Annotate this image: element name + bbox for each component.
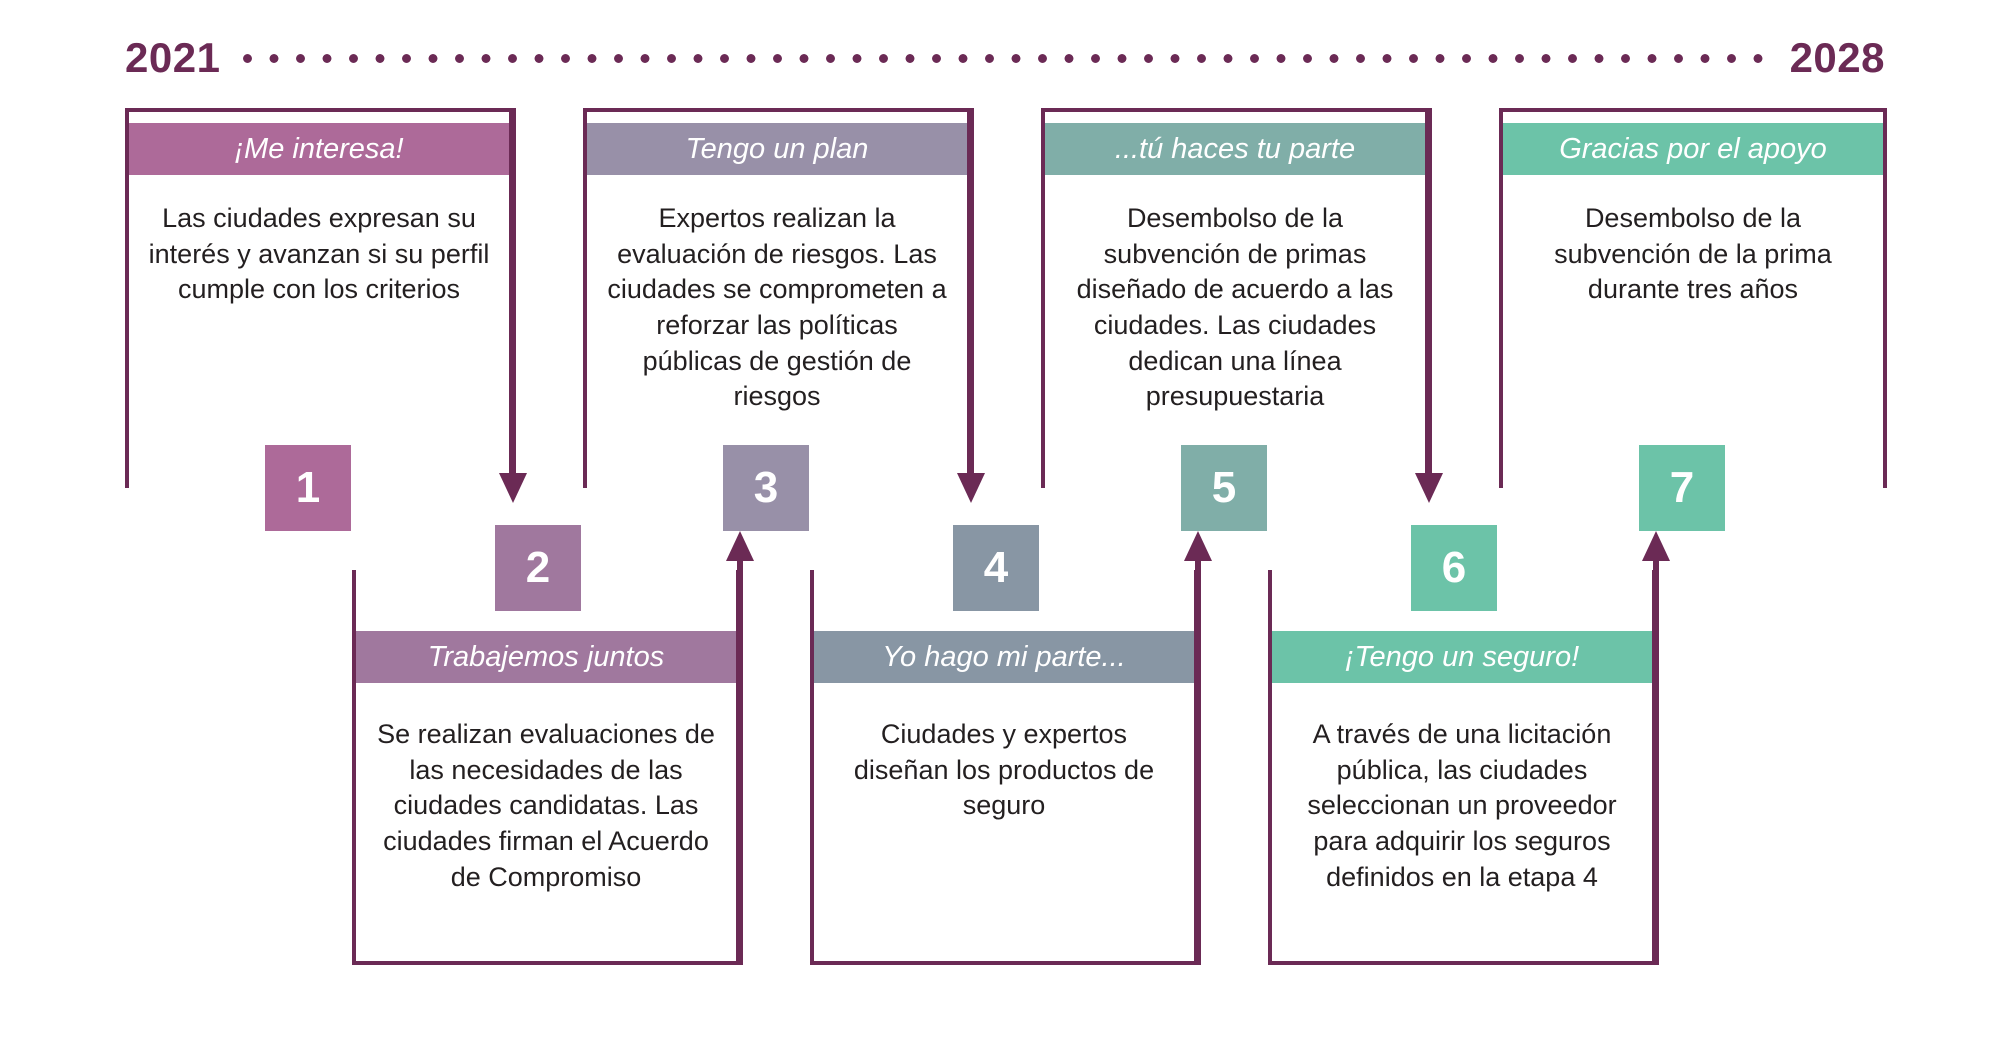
- step-card-2-header: Trabajemos juntos: [356, 631, 736, 683]
- step-card-5-title: ...tú haces tu parte: [1114, 132, 1356, 165]
- step-card-6-title: ¡Tengo un seguro!: [1344, 640, 1580, 673]
- step-card-7-header: Gracias por el apoyo: [1503, 123, 1883, 175]
- timeline-header: 2021 2028: [125, 30, 1885, 86]
- step-card-4[interactable]: Yo hago mi parte... Ciudades y expertos …: [810, 570, 1198, 965]
- step-badge-2[interactable]: 2: [495, 525, 581, 611]
- step-card-6-header: ¡Tengo un seguro!: [1272, 631, 1652, 683]
- step-badge-6[interactable]: 6: [1411, 525, 1497, 611]
- step-card-4-title: Yo hago mi parte...: [882, 640, 1126, 673]
- step-card-1-body: Las ciudades expresan su interés y avanz…: [148, 203, 490, 305]
- step-card-2[interactable]: Trabajemos juntos Se realizan evaluacion…: [352, 570, 740, 965]
- step-badge-1[interactable]: 1: [265, 445, 351, 531]
- step-card-3[interactable]: Tengo un plan Expertos realizan la evalu…: [583, 108, 971, 488]
- step-card-1[interactable]: ¡Me interesa! Las ciudades expresan su i…: [125, 108, 513, 488]
- step-card-2-body: Se realizan evaluaciones de las necesida…: [377, 719, 715, 892]
- timeline-end-year: 2028: [1789, 34, 1885, 81]
- step-card-4-body: Ciudades y expertos diseñan los producto…: [853, 719, 1155, 821]
- timeline-dotted-connector-icon: [242, 52, 1768, 64]
- timeline-start-year: 2021: [125, 34, 221, 81]
- step-card-5[interactable]: ...tú haces tu parte Desembolso de la su…: [1041, 108, 1429, 488]
- step-badge-6-number: 6: [1441, 543, 1467, 592]
- step-card-6[interactable]: ¡Tengo un seguro! A través de una licita…: [1268, 570, 1656, 965]
- step-badge-7[interactable]: 7: [1639, 445, 1725, 531]
- step-card-2-title: Trabajemos juntos: [427, 640, 665, 673]
- step-badge-7-number: 7: [1669, 463, 1695, 512]
- step-badge-2-number: 2: [525, 543, 551, 592]
- step-badge-4-number: 4: [983, 543, 1009, 592]
- step-card-4-header: Yo hago mi parte...: [814, 631, 1194, 683]
- step-card-1-title: ¡Me interesa!: [234, 132, 404, 165]
- step-card-7-body: Desembolso de la subvención de la prima …: [1554, 203, 1832, 305]
- step-badge-5-number: 5: [1211, 463, 1237, 512]
- step-card-6-body: A través de una licitación pública, las …: [1307, 719, 1617, 892]
- step-card-3-header: Tengo un plan: [587, 123, 967, 175]
- step-badge-1-number: 1: [295, 463, 321, 512]
- step-badge-4[interactable]: 4: [953, 525, 1039, 611]
- step-card-1-header: ¡Me interesa!: [129, 123, 509, 175]
- step-card-3-title: Tengo un plan: [685, 132, 869, 165]
- step-badge-3-number: 3: [753, 463, 779, 512]
- step-card-5-header: ...tú haces tu parte: [1045, 123, 1425, 175]
- step-badge-3[interactable]: 3: [723, 445, 809, 531]
- step-badge-5[interactable]: 5: [1181, 445, 1267, 531]
- step-card-7[interactable]: Gracias por el apoyo Desembolso de la su…: [1499, 108, 1887, 488]
- step-card-7-title: Gracias por el apoyo: [1559, 132, 1827, 165]
- step-card-5-body: Desembolso de la subvención de primas di…: [1076, 203, 1394, 412]
- step-card-3-body: Expertos realizan la evaluación de riesg…: [607, 203, 947, 412]
